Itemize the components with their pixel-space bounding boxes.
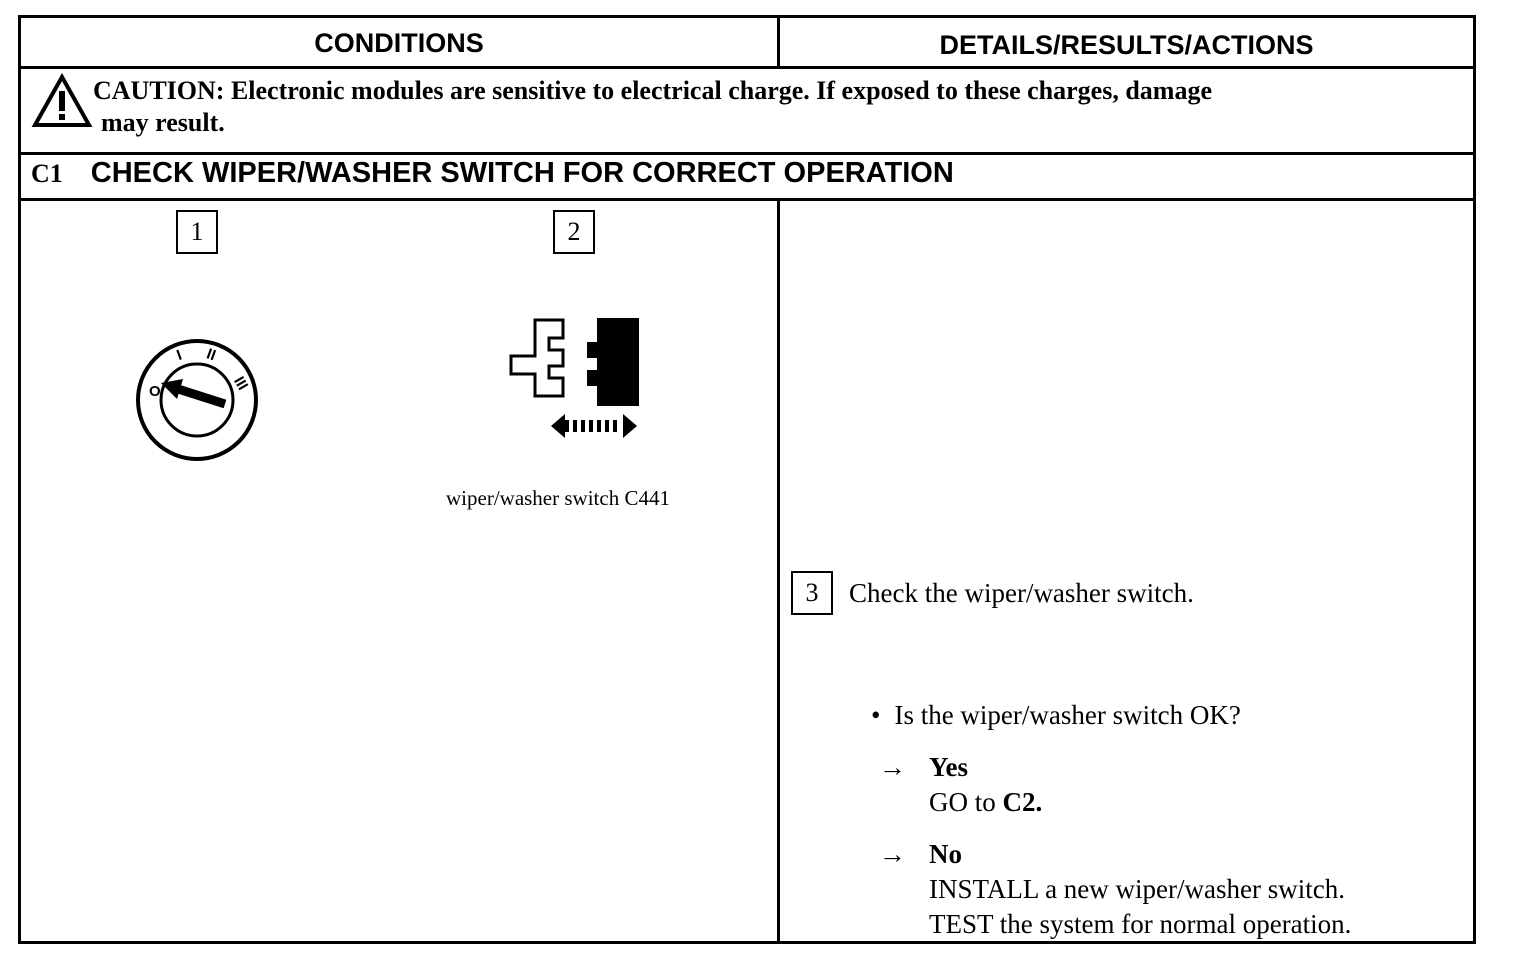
answer-no-line2: TEST the system for normal operation.	[929, 909, 1352, 939]
section-number: C1	[31, 159, 63, 188]
header-column-divider	[777, 18, 780, 68]
caution-divider	[21, 152, 1473, 155]
ignition-pos-off: O	[149, 383, 161, 400]
ignition-switch-off-icon: O I II III	[136, 339, 258, 461]
procedure-table: CONDITIONS DETAILS/RESULTS/ACTIONS CAUTI…	[18, 15, 1476, 944]
header-divider	[21, 66, 1473, 69]
step-2-box: 2	[553, 210, 595, 254]
answer-no-label: No	[929, 839, 962, 869]
answer-yes-ref: C2.	[1002, 787, 1043, 817]
details-header: DETAILS/RESULTS/ACTIONS	[939, 30, 1314, 60]
caution-label: CAUTION:	[93, 76, 225, 105]
answer-yes-label: Yes	[929, 752, 968, 782]
answer-yes: → Yes GO to C2.	[879, 750, 1042, 820]
section-divider	[21, 198, 1473, 201]
connector-disconnect-icon	[509, 318, 639, 438]
conditions-header: CONDITIONS	[314, 28, 484, 58]
section-title-text: CHECK WIPER/WASHER SWITCH FOR CORRECT OP…	[90, 157, 954, 189]
arrow-right-icon: →	[879, 752, 906, 782]
caution-line1: Electronic modules are sensitive to elec…	[230, 76, 1212, 105]
step-3-box: 3	[791, 571, 833, 615]
warning-triangle-icon	[31, 73, 93, 127]
ignition-pos-2: II	[204, 345, 218, 364]
step-1-box: 1	[176, 210, 218, 254]
ignition-pos-3: III	[230, 374, 251, 393]
arrow-right-icon: →	[879, 839, 906, 869]
question-text: Is the wiper/washer switch OK?	[894, 700, 1241, 730]
caution-line2: may result.	[101, 108, 225, 137]
body-column-divider	[777, 200, 780, 941]
connector-caption: wiper/washer switch C441	[446, 486, 670, 510]
bullet-icon: •	[871, 700, 881, 730]
caution-text: CAUTION: Electronic modules are sensitiv…	[31, 75, 1451, 139]
answer-no: → No INSTALL a new wiper/washer switch. …	[879, 837, 1352, 942]
answer-yes-text: GO to C2.	[929, 785, 1042, 820]
question: • Is the wiper/washer switch OK?	[871, 700, 1241, 731]
step-3-action: Check the wiper/washer switch.	[849, 578, 1194, 608]
ignition-pos-1: I	[174, 347, 184, 364]
section-title: C1 CHECK WIPER/WASHER SWITCH FOR CORRECT …	[31, 157, 954, 190]
answer-yes-prefix: GO to	[929, 787, 1003, 817]
answer-no-line1: INSTALL a new wiper/washer switch.	[929, 874, 1345, 904]
